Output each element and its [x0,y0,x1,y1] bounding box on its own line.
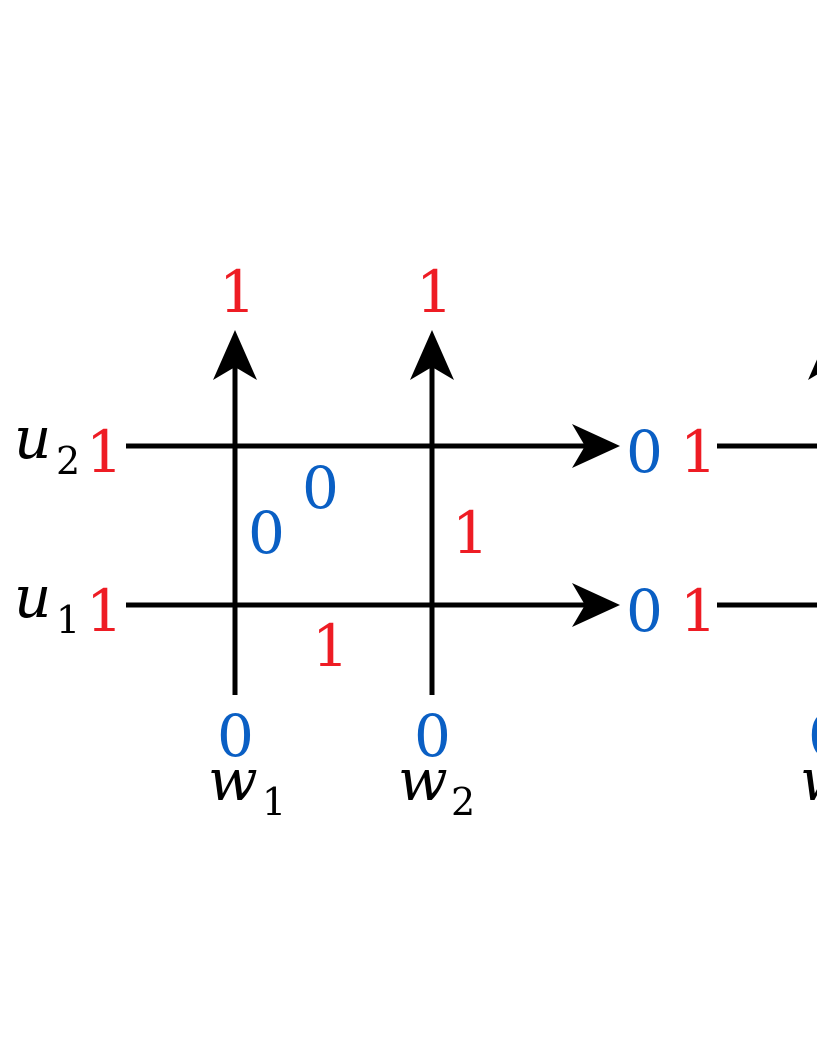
u1-name: u [14,563,51,631]
between-cols-top-label: 0 [302,454,339,522]
w1-subscript: 1 [262,780,286,824]
u2-arrow-icon [572,424,620,468]
w2-subscript: 2 [451,780,475,824]
u2-in-label: 1 [86,418,123,486]
w1-name: w [208,746,258,814]
w2-name: w [398,746,448,814]
below-u1-label: 1 [312,612,349,680]
u2-name: u [14,404,51,472]
w1-arrow-icon [213,330,257,380]
w1-bottom-label: 0 [217,702,254,770]
col1-middle-label: 0 [248,499,285,567]
w3-bottom-label: 0 [808,702,817,770]
w3-top-label: 1 [812,258,817,326]
w2-top-label: 1 [416,258,453,326]
w1-top-label: 1 [219,258,256,326]
u2-out-red: 1 [680,418,717,486]
w3-name: w [800,746,817,814]
u1-arrow-icon [572,583,620,627]
u2-out-blue: 0 [626,418,663,486]
w2-bottom-label: 0 [414,702,451,770]
u1-subscript: 1 [56,598,80,642]
u1-out-red: 1 [680,577,717,645]
col2-middle-label: 1 [452,499,489,567]
w2-arrow-icon [410,330,454,380]
u2-subscript: 2 [56,439,80,483]
u1-out-blue: 0 [626,577,663,645]
w3-arrow-icon [808,359,817,380]
u1-in-label: 1 [86,577,123,645]
